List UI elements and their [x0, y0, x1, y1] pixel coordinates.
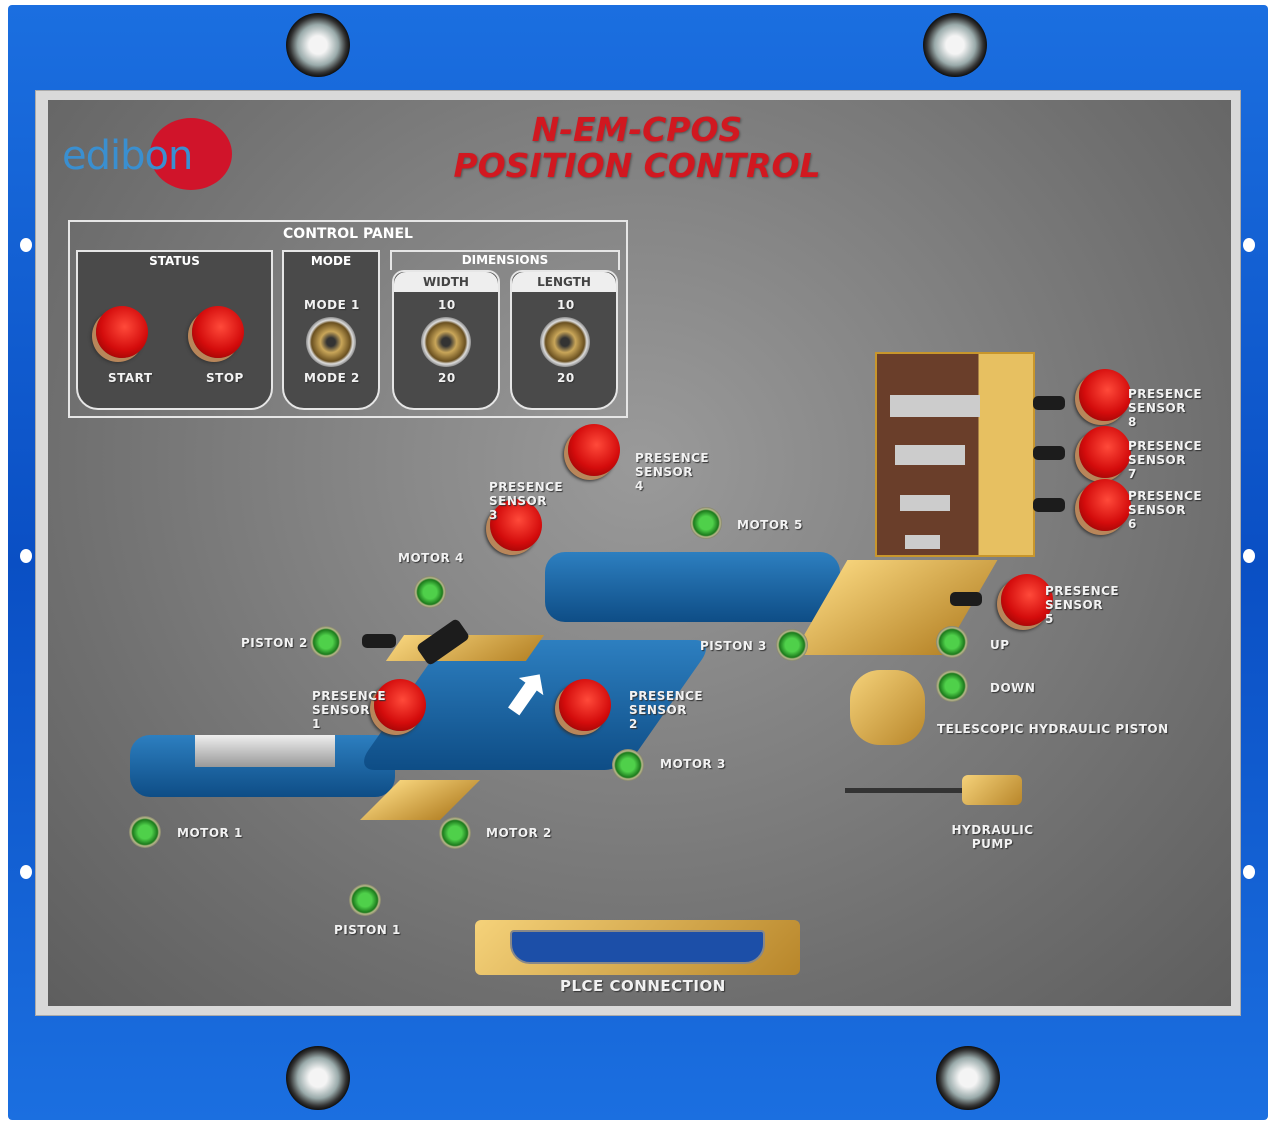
title-model: N-EM-CPOS: [531, 110, 743, 149]
motor-5-label: MOTOR 5: [737, 518, 803, 532]
conveyor-belt-3: [545, 552, 840, 622]
sensor-4-button[interactable]: [568, 424, 620, 476]
sensor-7-label: PRESENCE SENSOR 7: [1128, 439, 1203, 481]
sensor-8-label: PRESENCE SENSOR 8: [1128, 387, 1203, 429]
dimensions-title: DIMENSIONS: [461, 253, 549, 267]
sensor-7-button[interactable]: [1079, 426, 1131, 478]
up-light[interactable]: [936, 626, 968, 658]
sensor-2-label: PRESENCE SENSOR 2: [629, 689, 704, 731]
motor-1-light[interactable]: [129, 816, 161, 848]
title-name: POSITION CONTROL: [453, 146, 821, 185]
motor-3-light[interactable]: [612, 749, 644, 781]
screw-icon: [923, 13, 987, 77]
plc-connector-socket: [510, 930, 765, 964]
sensor-6-button[interactable]: [1079, 479, 1131, 531]
stored-piece: [905, 535, 940, 549]
hole-icon: [1243, 238, 1255, 252]
motor-2-label: MOTOR 2: [486, 826, 552, 840]
motor-4-label: MOTOR 4: [398, 551, 464, 565]
sensor-8-probe: [1033, 396, 1065, 410]
screw-icon: [936, 1046, 1000, 1110]
mode2-label: MODE 2: [304, 371, 360, 385]
motor-1-label: MOTOR 1: [177, 826, 243, 840]
plc-connector[interactable]: [475, 920, 800, 975]
sensor-5-button[interactable]: [1001, 574, 1053, 626]
sensor-1-label: PRESENCE SENSOR 1: [312, 689, 387, 731]
piston-3-light[interactable]: [776, 629, 808, 661]
motor-5-light[interactable]: [690, 507, 722, 539]
mode-title: MODE: [310, 254, 352, 268]
telescopic-piston: [850, 670, 925, 745]
width-20-label: 20: [438, 371, 456, 385]
width-10-label: 10: [438, 298, 456, 312]
hole-icon: [20, 865, 32, 879]
stored-piece: [900, 495, 950, 511]
screw-icon: [286, 13, 350, 77]
length-20-label: 20: [557, 371, 575, 385]
sensor-8-button[interactable]: [1079, 369, 1131, 421]
hydraulic-pump-label: HYDRAULIC PUMP: [951, 823, 1034, 851]
hole-icon: [20, 549, 32, 563]
width-title: WIDTH: [394, 272, 498, 292]
sensor-5-label: PRESENCE SENSOR 5: [1045, 584, 1120, 626]
motor-3-label: MOTOR 3: [660, 757, 726, 771]
hydraulic-pipe: [845, 788, 965, 793]
stop-label: STOP: [206, 371, 244, 385]
telescopic-piston-label: TELESCOPIC HYDRAULIC PISTON: [937, 722, 1169, 736]
piston-3-label: PISTON 3: [700, 639, 767, 653]
logo-text: edibon: [62, 133, 193, 179]
sensor-7-probe: [1033, 446, 1065, 460]
sensor-2-button[interactable]: [559, 679, 611, 731]
workpiece: [195, 735, 335, 767]
sensor-5-probe: [950, 592, 982, 606]
sensor-4-label: PRESENCE SENSOR 4: [635, 451, 710, 493]
sensor-3-label: PRESENCE SENSOR 3: [489, 480, 564, 522]
piston-2-light[interactable]: [310, 626, 342, 658]
length-toggle-switch[interactable]: [540, 317, 590, 367]
start-label: START: [108, 371, 153, 385]
piston-1-light[interactable]: [349, 884, 381, 916]
motor-4-light[interactable]: [414, 576, 446, 608]
screw-icon: [286, 1046, 350, 1110]
sensor-6-label: PRESENCE SENSOR 6: [1128, 489, 1203, 531]
length-10-label: 10: [557, 298, 575, 312]
sensor-1-button[interactable]: [374, 679, 426, 731]
mode-toggle-switch[interactable]: [306, 317, 356, 367]
logo: edibon: [62, 133, 193, 179]
sensor-6-probe: [1033, 498, 1065, 512]
width-toggle-switch[interactable]: [421, 317, 471, 367]
stored-piece: [890, 395, 980, 417]
stop-button[interactable]: [192, 306, 244, 358]
up-label: UP: [990, 638, 1010, 652]
down-label: DOWN: [990, 681, 1036, 695]
hole-icon: [20, 238, 32, 252]
motor-2-light[interactable]: [439, 817, 471, 849]
width-group: WIDTH: [392, 270, 500, 410]
logo-circle: [150, 118, 232, 190]
hole-icon: [1243, 865, 1255, 879]
mode1-label: MODE 1: [304, 298, 360, 312]
piston-1-label: PISTON 1: [334, 923, 401, 937]
piston-2-probe: [362, 634, 396, 648]
stored-piece: [895, 445, 965, 465]
control-panel-title: CONTROL PANEL: [283, 226, 413, 242]
dimensions-group: DIMENSIONS: [390, 250, 620, 270]
length-title: LENGTH: [512, 272, 616, 292]
plc-connection-label: PLCE CONNECTION: [560, 977, 726, 995]
piston-2-label: PISTON 2: [241, 636, 308, 650]
sensor-3-button[interactable]: [490, 499, 542, 551]
status-title: STATUS: [149, 254, 200, 268]
start-button[interactable]: [96, 306, 148, 358]
hole-icon: [1243, 549, 1255, 563]
hydraulic-pump: [962, 775, 1022, 805]
control-panel: CONTROL PANEL: [68, 220, 628, 418]
down-light[interactable]: [936, 670, 968, 702]
